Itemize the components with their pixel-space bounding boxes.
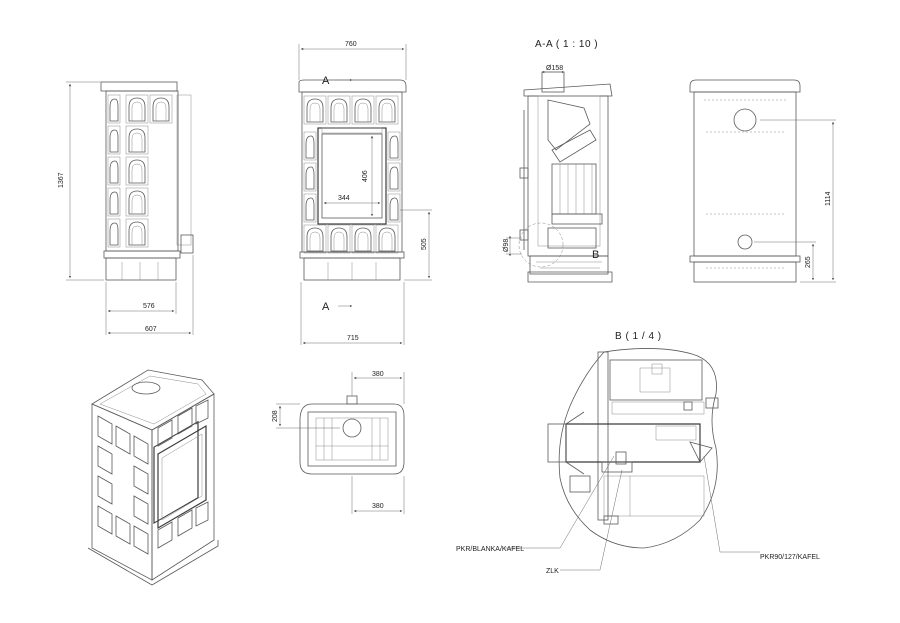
callout-middle: ZLK — [546, 568, 559, 575]
dim-top-depth: 208 — [272, 410, 279, 422]
isometric-view — [87, 369, 219, 586]
dim-back-inlet: 265 — [805, 256, 812, 268]
iso-tiles — [97, 399, 209, 555]
dim-door-height: 406 — [362, 170, 369, 182]
dim-front-width-top: 760 — [345, 41, 357, 48]
section-marker-top: A — [322, 75, 330, 87]
front-view: A A 760 715 406 344 505 — [298, 41, 432, 345]
dim-front-width-bottom: 715 — [347, 335, 359, 342]
section-view: A-A ( 1 : 10 ) Ø158 B Ø98 — [503, 39, 613, 283]
back-view: 1114 265 — [689, 79, 836, 283]
side-view: 1367 576 607 — [58, 81, 194, 335]
air-inlet — [737, 234, 753, 250]
section-title: A-A ( 1 : 10 ) — [535, 39, 598, 50]
top-flue-collar — [342, 418, 362, 438]
detail-title: B ( 1 / 4 ) — [615, 331, 662, 342]
section-marker-bottom: A — [322, 301, 330, 313]
dim-flue: Ø158 — [546, 65, 563, 72]
callout-right: PKR90/127/KAFEL — [760, 554, 820, 561]
dim-top-width-upper: 380 — [372, 371, 384, 378]
dim-door-width: 344 — [338, 195, 350, 202]
side-tiles — [107, 94, 173, 248]
dim-side-depth-inner: 576 — [143, 303, 155, 310]
top-view: 380 208 380 — [272, 371, 405, 514]
callout-left: PKR/BLANKA/KAFEL — [456, 546, 524, 553]
detail-marker: B — [592, 249, 599, 261]
dim-back-outlet: 1114 — [825, 191, 832, 206]
flue-outlet — [733, 108, 757, 132]
dim-side-depth-outer: 607 — [145, 326, 157, 333]
front-door — [317, 127, 387, 225]
dim-side-height: 1367 — [58, 172, 65, 188]
air-duct — [565, 423, 701, 463]
dim-top-width-lower: 380 — [372, 503, 384, 510]
dim-door-base: 505 — [421, 238, 428, 250]
dim-air-inlet: Ø98 — [503, 239, 510, 252]
detail-view: B ( 1 / 4 ) PKR/BLANKA/KAFEL ZLK PKR90/1… — [456, 331, 820, 575]
